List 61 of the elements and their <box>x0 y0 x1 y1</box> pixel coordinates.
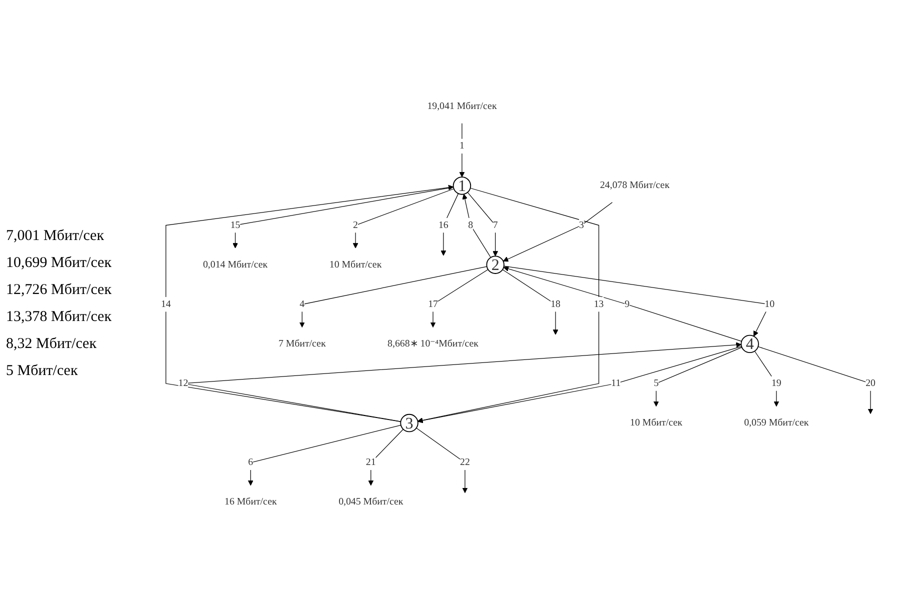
edge-label: 2 <box>353 219 358 230</box>
edge-label: 17 <box>428 298 438 309</box>
edge-label: 11 <box>611 378 621 388</box>
rate-label: 10,699 Мбит/сек <box>6 255 113 272</box>
arrow <box>416 427 468 493</box>
arrow <box>248 424 402 486</box>
edge-label: 5 <box>654 378 659 388</box>
edge-label: 18 <box>550 298 560 309</box>
arrow <box>502 268 558 335</box>
arrow <box>166 184 454 422</box>
edge-label: 9 <box>624 298 630 309</box>
node-text: 0,059 Мбит/сек <box>744 417 809 428</box>
arrow <box>653 346 742 406</box>
node-text: 0,045 Мбит/сек <box>338 496 404 507</box>
edge-label: 20 <box>866 378 876 388</box>
node-text: 24,078 Мбит/сек <box>600 180 670 190</box>
rate-label: 7,001 Мбит/сек <box>6 228 106 245</box>
arrow <box>502 202 613 262</box>
edge-label: 6 <box>248 456 254 468</box>
arrow <box>467 192 498 256</box>
node-circle: 1 <box>452 176 472 194</box>
arrow <box>368 428 404 486</box>
node-text: 19,041 Мбит/сек <box>427 100 497 112</box>
rate-label: 12,726 Мбит/сек <box>6 282 113 299</box>
arrow <box>299 266 488 328</box>
node-circle: 3 <box>400 414 418 432</box>
edge-label: 19 <box>771 378 782 388</box>
rate-label: 8,32 Мбит/сек <box>6 336 98 353</box>
edge-label: 10 <box>764 298 775 309</box>
arrow <box>232 186 454 248</box>
node-text: 16 Мбит/сек <box>224 496 277 507</box>
arrow <box>754 350 780 406</box>
edge-label: 7 <box>492 219 498 230</box>
arrow <box>462 194 492 258</box>
node-text: 10 Мбит/сек <box>329 258 382 270</box>
edge-label: 12 <box>178 378 188 388</box>
arrow <box>430 268 488 328</box>
node-text: 8,668∗ 10⁻⁴Мбит/сек <box>388 338 478 348</box>
arrow <box>440 192 459 256</box>
node-text: 10 Мбит/сек <box>630 417 682 428</box>
rate-label: 13,378 Мбит/сек <box>6 309 113 326</box>
node-circle: 2 <box>486 255 504 274</box>
node-text: 7 Мбит/сек <box>278 338 326 348</box>
rate-label: 5 Мбит/сек <box>6 363 79 380</box>
arrow <box>503 266 742 342</box>
arrow <box>459 122 465 177</box>
edge-label: 3 <box>579 219 584 230</box>
edge-label: 22 <box>460 456 470 468</box>
arrow <box>418 187 600 423</box>
edge-label: 15 <box>230 219 240 230</box>
edge-label: 13 <box>594 298 604 309</box>
edge-label: 8 <box>468 219 474 230</box>
edge-label: 1 <box>460 140 464 151</box>
node-circle: 4 <box>740 334 759 353</box>
node-text: 0,014 Мбит/сек <box>202 258 268 270</box>
edge-label: 4 <box>300 298 305 309</box>
edge-label: 16 <box>438 219 448 230</box>
arrow <box>758 346 874 414</box>
edge-label: 14 <box>160 298 171 309</box>
edge-label: 21 <box>366 456 376 468</box>
arrow <box>352 188 454 248</box>
